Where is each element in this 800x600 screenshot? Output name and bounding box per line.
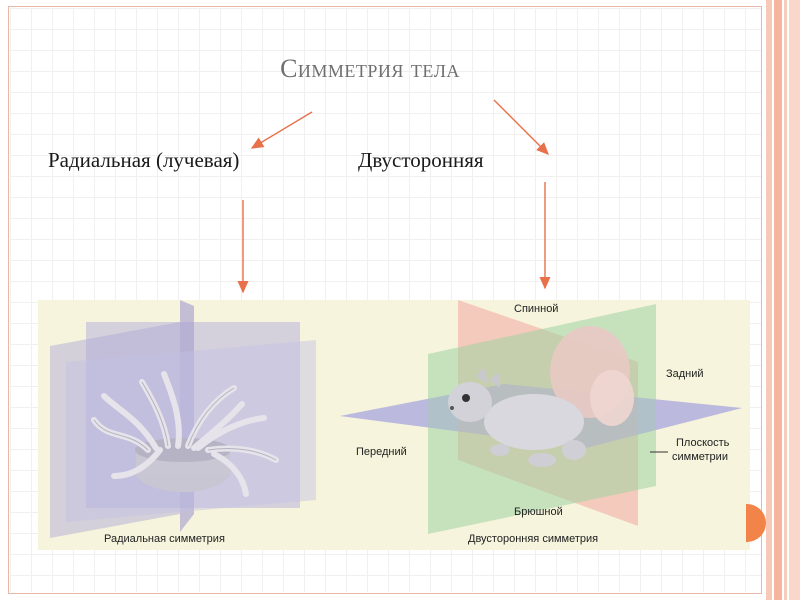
ventral-label: Брюшной xyxy=(514,506,563,518)
bilateral-caption: Двусторонняя симметрия xyxy=(468,533,599,545)
anterior-label: Передний xyxy=(356,446,407,458)
dorsal-label: Спинной xyxy=(514,303,559,315)
right-stripe-3 xyxy=(784,0,787,600)
plane-label-line2: симметрии xyxy=(672,451,728,463)
right-stripe-2 xyxy=(774,0,782,600)
slide-title: Симметрия тела xyxy=(280,54,460,83)
symmetry-illustration xyxy=(50,300,742,538)
arrow-to-bilateral xyxy=(493,99,549,155)
bilateral-label: Двусторонняя xyxy=(358,148,484,172)
right-stripe-4 xyxy=(789,0,800,600)
squirrel-head xyxy=(448,382,492,422)
symmetry-figure: Радиальная симметрия Двусторонняя симмет… xyxy=(38,300,750,550)
plane-label-line1: Плоскость xyxy=(676,437,730,449)
radial-label: Радиальная (лучевая) xyxy=(48,148,240,172)
bilateral-illustration xyxy=(340,300,742,534)
radial-caption: Радиальная симметрия xyxy=(104,533,225,545)
radial-illustration xyxy=(50,300,316,538)
posterior-label: Задний xyxy=(666,368,704,380)
right-stripe-1 xyxy=(766,0,772,600)
arrow-to-radial xyxy=(250,111,313,149)
squirrel-body xyxy=(484,394,584,450)
accent-circle xyxy=(746,504,766,542)
slide-frame xyxy=(8,6,762,594)
